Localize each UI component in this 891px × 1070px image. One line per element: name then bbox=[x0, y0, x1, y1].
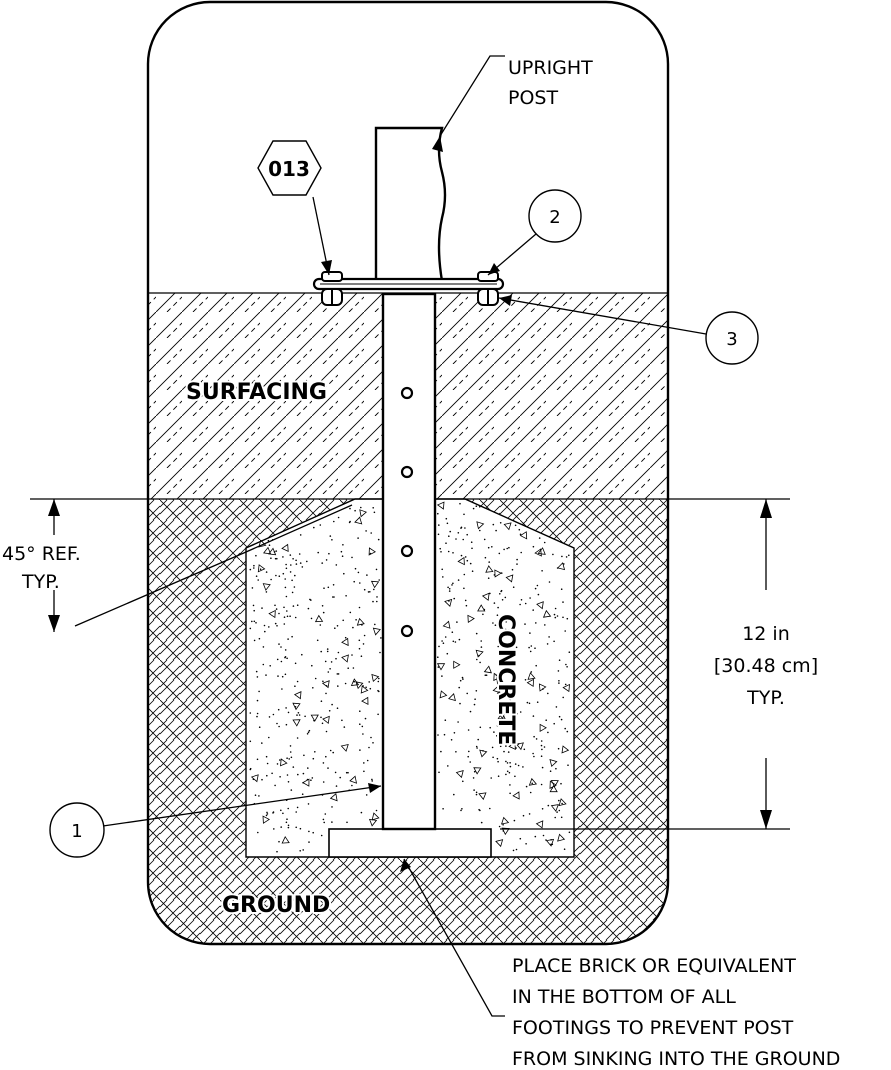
brick-note-leader bbox=[403, 858, 505, 1017]
upright-post-label-line2: POST bbox=[508, 87, 558, 109]
ground-label: GROUND bbox=[222, 893, 330, 918]
part-tag-hexagon bbox=[257, 140, 322, 196]
upright-post bbox=[374, 126, 447, 283]
post-hole bbox=[400, 465, 414, 479]
post-hole bbox=[400, 386, 414, 400]
brick-note-line4: FROM SINKING INTO THE GROUND bbox=[512, 1048, 840, 1070]
brick-note-line1: PLACE BRICK OR EQUIVALENT bbox=[512, 955, 796, 977]
depth-dim-line1: 12 in bbox=[742, 623, 790, 645]
upright-post-label-line1: UPRIGHT bbox=[508, 57, 593, 79]
brick-note-line2: IN THE BOTTOM OF ALL bbox=[512, 986, 736, 1008]
embedded-post bbox=[381, 292, 437, 831]
brick bbox=[328, 828, 492, 858]
depth-dim-line3: TYP. bbox=[746, 687, 785, 709]
surfacing-label: SURFACING bbox=[186, 380, 327, 405]
callout-1-circle bbox=[49, 802, 105, 858]
upright-post-leader bbox=[439, 55, 505, 137]
detail-border bbox=[146, 0, 670, 946]
post-holes bbox=[400, 386, 414, 638]
bolt-right bbox=[477, 271, 499, 306]
callout-2-circle bbox=[528, 189, 582, 243]
concrete-speckle bbox=[249, 501, 571, 853]
concrete-label: CONCRETE bbox=[493, 614, 518, 745]
angle-ref-line1: 45° REF. bbox=[2, 543, 81, 565]
angle-ref-line2: TYP. bbox=[21, 571, 60, 593]
angle-ref-line bbox=[74, 551, 247, 627]
callout-2-label: 2 bbox=[549, 207, 560, 228]
depth-dim-line2: [30.48 cm] bbox=[714, 655, 818, 677]
angle-dimension bbox=[48, 499, 60, 632]
post-hole bbox=[400, 544, 414, 558]
callout-3-circle bbox=[705, 311, 759, 365]
brick-note-line3: FOOTINGS TO PREVENT POST bbox=[512, 1017, 794, 1039]
angle-ref-chamfer bbox=[245, 504, 353, 553]
callout-1-label: 1 bbox=[71, 821, 82, 842]
post-hole bbox=[400, 624, 414, 638]
bolt-left bbox=[321, 271, 343, 306]
callout-1-leader bbox=[102, 785, 382, 827]
depth-dimension bbox=[500, 499, 790, 830]
part-tag-label: 013 bbox=[268, 157, 310, 181]
callout-3-label: 3 bbox=[726, 329, 737, 350]
arrowheads bbox=[321, 136, 512, 872]
callout-3-leader bbox=[498, 297, 707, 335]
